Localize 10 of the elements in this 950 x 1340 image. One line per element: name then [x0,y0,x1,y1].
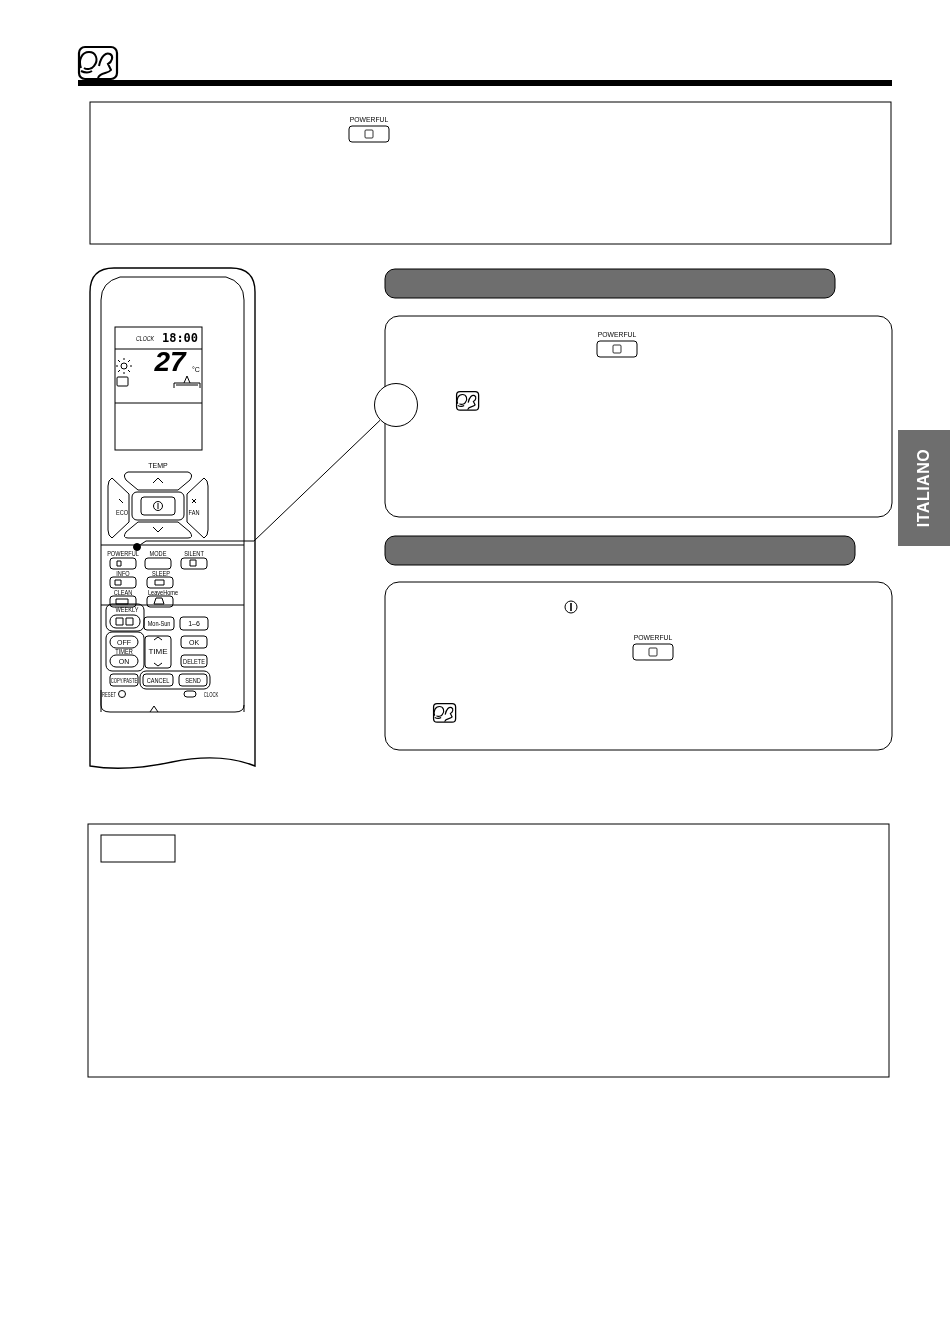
button-marker-dot [133,543,141,551]
button-caption: POWERFUL [597,331,637,339]
remote-label: TIME [148,648,168,656]
leader-line [139,419,381,546]
temperature-readout: 27 [154,348,186,376]
button-caption: POWERFUL [349,116,389,124]
callout-circle [374,383,418,427]
button-caption: POWERFUL [633,634,673,642]
language-tab-text: ITALIANO [916,448,932,528]
display-text: 18:00 [161,332,199,344]
